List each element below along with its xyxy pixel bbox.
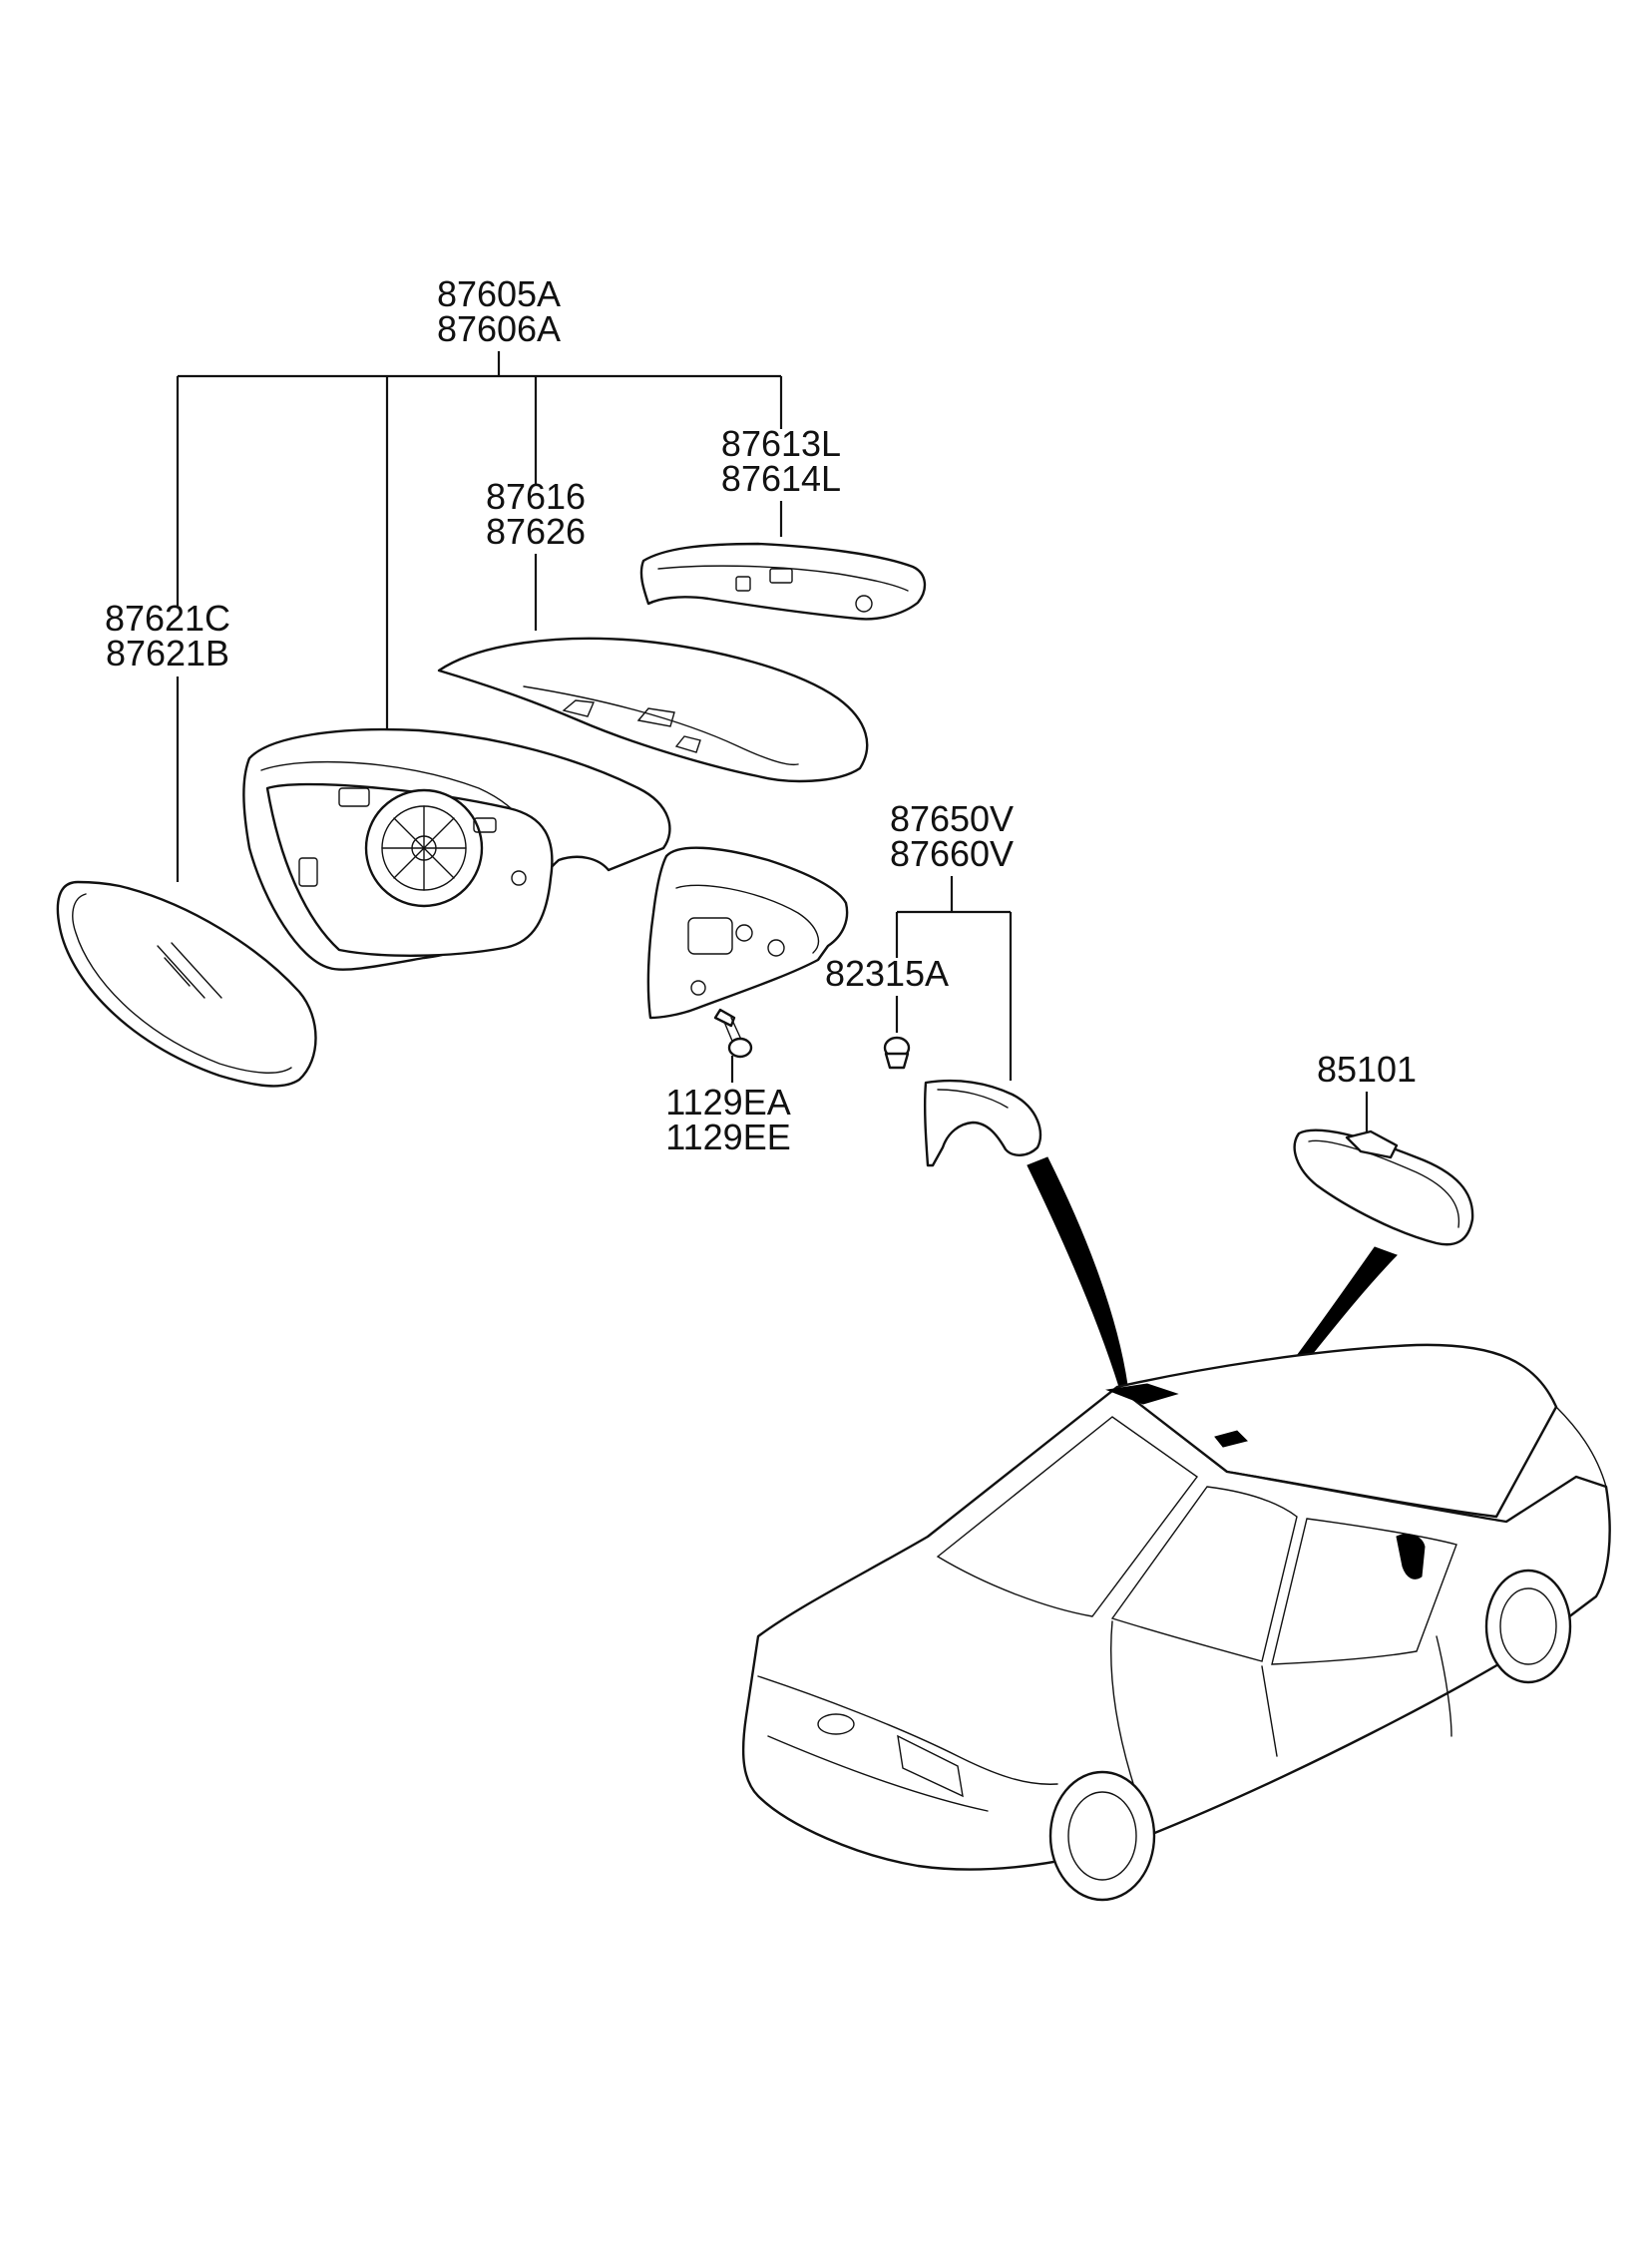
sedan-car <box>741 1343 1611 1902</box>
label-87626: 87626 <box>486 511 586 552</box>
label-87613L: 87613L <box>721 423 841 464</box>
label-82315A: 82315A <box>825 953 949 994</box>
garnish-part <box>923 1079 1042 1167</box>
bolt-part <box>713 1008 753 1059</box>
part-labels: 87605A 87606A 87613L 87614L 87616 87626 … <box>105 273 1417 1157</box>
turn-signal-cover-part <box>639 542 927 621</box>
mirror-base-part <box>646 846 849 1020</box>
label-87621B: 87621B <box>106 633 229 674</box>
label-87650V: 87650V <box>890 798 1014 839</box>
label-1129EE: 1129EE <box>665 1117 790 1157</box>
leader-lines <box>176 351 1369 1137</box>
mirror-glass-part <box>56 880 317 1088</box>
label-87621C: 87621C <box>105 598 230 639</box>
label-1129EA: 1129EA <box>665 1082 790 1123</box>
mirror-cap-part <box>437 637 869 783</box>
inside-mirror-part <box>1293 1128 1474 1246</box>
label-85101: 85101 <box>1317 1049 1417 1090</box>
label-87614L: 87614L <box>721 458 841 499</box>
mirror-housing-part <box>242 727 671 971</box>
clip-part <box>883 1036 911 1070</box>
label-87605A: 87605A <box>437 273 561 314</box>
label-87606A: 87606A <box>437 308 561 349</box>
label-87660V: 87660V <box>890 833 1014 874</box>
